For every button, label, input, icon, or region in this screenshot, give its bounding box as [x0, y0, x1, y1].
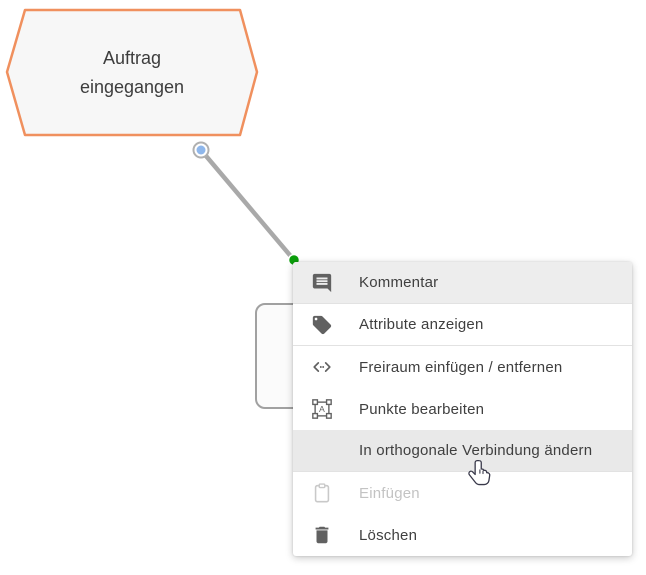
- paste-icon: [310, 481, 334, 505]
- menu-item-einfuegen: Einfügen: [293, 472, 632, 514]
- edit-points-icon: A: [310, 397, 334, 421]
- menu-item-icon-spacer: [310, 439, 334, 463]
- menu-item-label: Freiraum einfügen / entfernen: [359, 358, 563, 376]
- menu-item-punkte-bearbeiten[interactable]: A Punkte bearbeiten: [293, 388, 632, 430]
- menu-item-label: Einfügen: [359, 484, 420, 502]
- menu-item-kommentar[interactable]: Kommentar: [293, 262, 632, 304]
- delete-icon: [310, 523, 334, 547]
- comment-icon: [310, 271, 334, 295]
- connection-start-handle-dot: [196, 145, 206, 155]
- event-hexagon[interactable]: [5, 8, 259, 137]
- insert-space-icon: [310, 355, 334, 379]
- menu-item-attribute-anzeigen[interactable]: Attribute anzeigen: [293, 304, 632, 346]
- menu-item-label: Attribute anzeigen: [359, 316, 484, 333]
- event-label-line2: eingegangen: [79, 76, 185, 97]
- menu-item-label: Löschen: [359, 526, 418, 544]
- event-shape-label: Auftrag eingegangen: [10, 10, 254, 135]
- context-menu: Kommentar Attribute anzeigen: [293, 262, 632, 556]
- connection-line[interactable]: [199, 148, 296, 262]
- tag-icon: [310, 313, 334, 337]
- menu-item-loeschen[interactable]: Löschen: [293, 514, 632, 556]
- hand-cursor-icon: [468, 459, 491, 486]
- menu-item-label: Punkte bearbeiten: [359, 400, 485, 418]
- menu-item-label: Kommentar: [359, 274, 439, 291]
- menu-item-freiraum[interactable]: Freiraum einfügen / entfernen: [293, 346, 632, 388]
- menu-item-orthogonale-verbindung[interactable]: In orthogonale Verbindung ändern: [293, 430, 632, 472]
- event-label-line1: Auftrag: [102, 47, 162, 68]
- svg-text:A: A: [319, 404, 325, 414]
- menu-item-label: In orthogonale Verbindung ändern: [359, 442, 593, 459]
